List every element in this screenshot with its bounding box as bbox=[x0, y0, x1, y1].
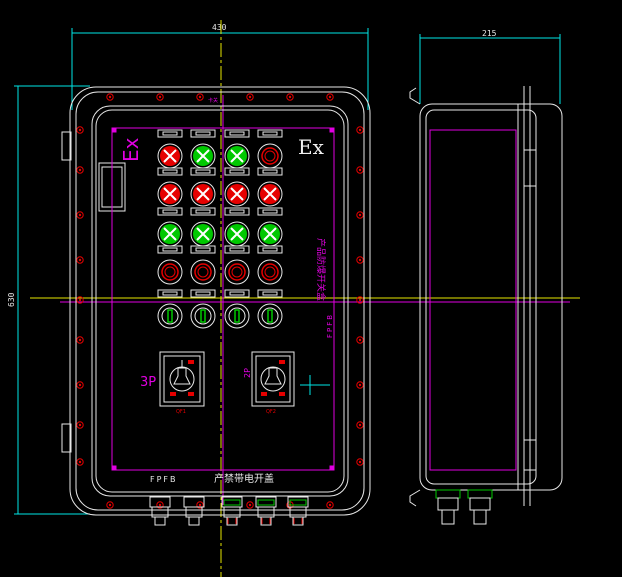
indicator-lamp bbox=[224, 245, 250, 285]
bolt bbox=[246, 501, 254, 509]
bolt bbox=[246, 93, 254, 101]
bolt bbox=[286, 93, 294, 101]
bolt bbox=[76, 256, 84, 264]
bolt bbox=[106, 501, 114, 509]
indicator-lamp bbox=[157, 289, 183, 329]
bolt bbox=[76, 296, 84, 304]
bolt bbox=[76, 211, 84, 219]
bolt bbox=[106, 93, 114, 101]
center-axes bbox=[30, 20, 580, 577]
cable-glands-side bbox=[435, 489, 493, 525]
bolt bbox=[156, 93, 164, 101]
indicator-lamp bbox=[224, 207, 250, 247]
side-enclosure bbox=[409, 86, 563, 507]
cable-gland-side bbox=[467, 489, 493, 525]
indicator-lamp bbox=[257, 289, 283, 329]
switch-qf1-label: 3P bbox=[140, 375, 156, 390]
bolt bbox=[356, 458, 364, 466]
indicator-lamp bbox=[224, 167, 250, 207]
bolt bbox=[76, 336, 84, 344]
indicator-lamp bbox=[257, 207, 283, 247]
bolt bbox=[156, 501, 164, 509]
ex-mark-left: Ex bbox=[119, 137, 143, 162]
bolt bbox=[196, 93, 204, 101]
bolt bbox=[356, 421, 364, 429]
indicator-lamp bbox=[190, 129, 216, 169]
bolt bbox=[356, 211, 364, 219]
switch-qf2-label: 2P bbox=[243, 368, 252, 378]
vertical-model-label: FPFB bbox=[326, 313, 334, 338]
switch-qf2-tag: QF2 bbox=[266, 409, 276, 415]
bolt bbox=[356, 381, 364, 389]
indicator-lamp bbox=[190, 245, 216, 285]
indicator-lamp-grid bbox=[157, 129, 283, 329]
cable-gland bbox=[287, 496, 309, 526]
height-dimension: 630 bbox=[7, 292, 16, 307]
cable-gland-side bbox=[435, 489, 461, 525]
indicator-lamp bbox=[257, 167, 283, 207]
bolt bbox=[326, 93, 334, 101]
cable-gland bbox=[221, 496, 243, 526]
indicator-lamp bbox=[257, 245, 283, 285]
width-dimension: 430 bbox=[212, 23, 227, 32]
indicator-lamp bbox=[257, 129, 283, 169]
cable-gland bbox=[149, 496, 171, 526]
indicator-lamp bbox=[157, 245, 183, 285]
switch-qf2 bbox=[251, 351, 295, 407]
indicator-lamp bbox=[190, 207, 216, 247]
bolt bbox=[356, 126, 364, 134]
switch-qf1 bbox=[159, 351, 205, 407]
footer-name: 产禁带电开盖 bbox=[214, 472, 274, 485]
switch-qf1-tag: QF1 bbox=[176, 409, 186, 415]
bolt bbox=[356, 296, 364, 304]
cable-glands-front bbox=[149, 496, 309, 526]
bolt bbox=[196, 501, 204, 509]
bolt bbox=[76, 126, 84, 134]
indicator-lamp bbox=[157, 207, 183, 247]
bolt bbox=[76, 166, 84, 174]
indicator-lamp bbox=[190, 167, 216, 207]
ex-mark-right: Ex bbox=[298, 135, 325, 159]
cable-gland bbox=[255, 496, 277, 526]
bolt bbox=[356, 336, 364, 344]
indicator-lamp bbox=[157, 129, 183, 169]
vertical-product-label: 产品防爆开关盒 bbox=[315, 238, 327, 301]
indicator-lamp bbox=[224, 129, 250, 169]
bolt bbox=[356, 256, 364, 264]
footer-model: FPFB bbox=[150, 475, 178, 484]
top-mark: 卡关 bbox=[208, 97, 218, 104]
bolt bbox=[356, 166, 364, 174]
side-inner-frame bbox=[429, 129, 517, 471]
indicator-lamp bbox=[224, 289, 250, 329]
bolt bbox=[76, 381, 84, 389]
depth-dimension: 215 bbox=[482, 29, 497, 38]
cable-gland bbox=[183, 496, 205, 526]
magenta-axes bbox=[60, 95, 570, 505]
flange-bolts bbox=[76, 93, 364, 509]
bolt bbox=[326, 501, 334, 509]
bolt bbox=[76, 458, 84, 466]
indicator-lamp bbox=[157, 167, 183, 207]
indicator-lamp bbox=[190, 289, 216, 329]
bolt bbox=[76, 421, 84, 429]
dimension-lines bbox=[14, 28, 561, 515]
